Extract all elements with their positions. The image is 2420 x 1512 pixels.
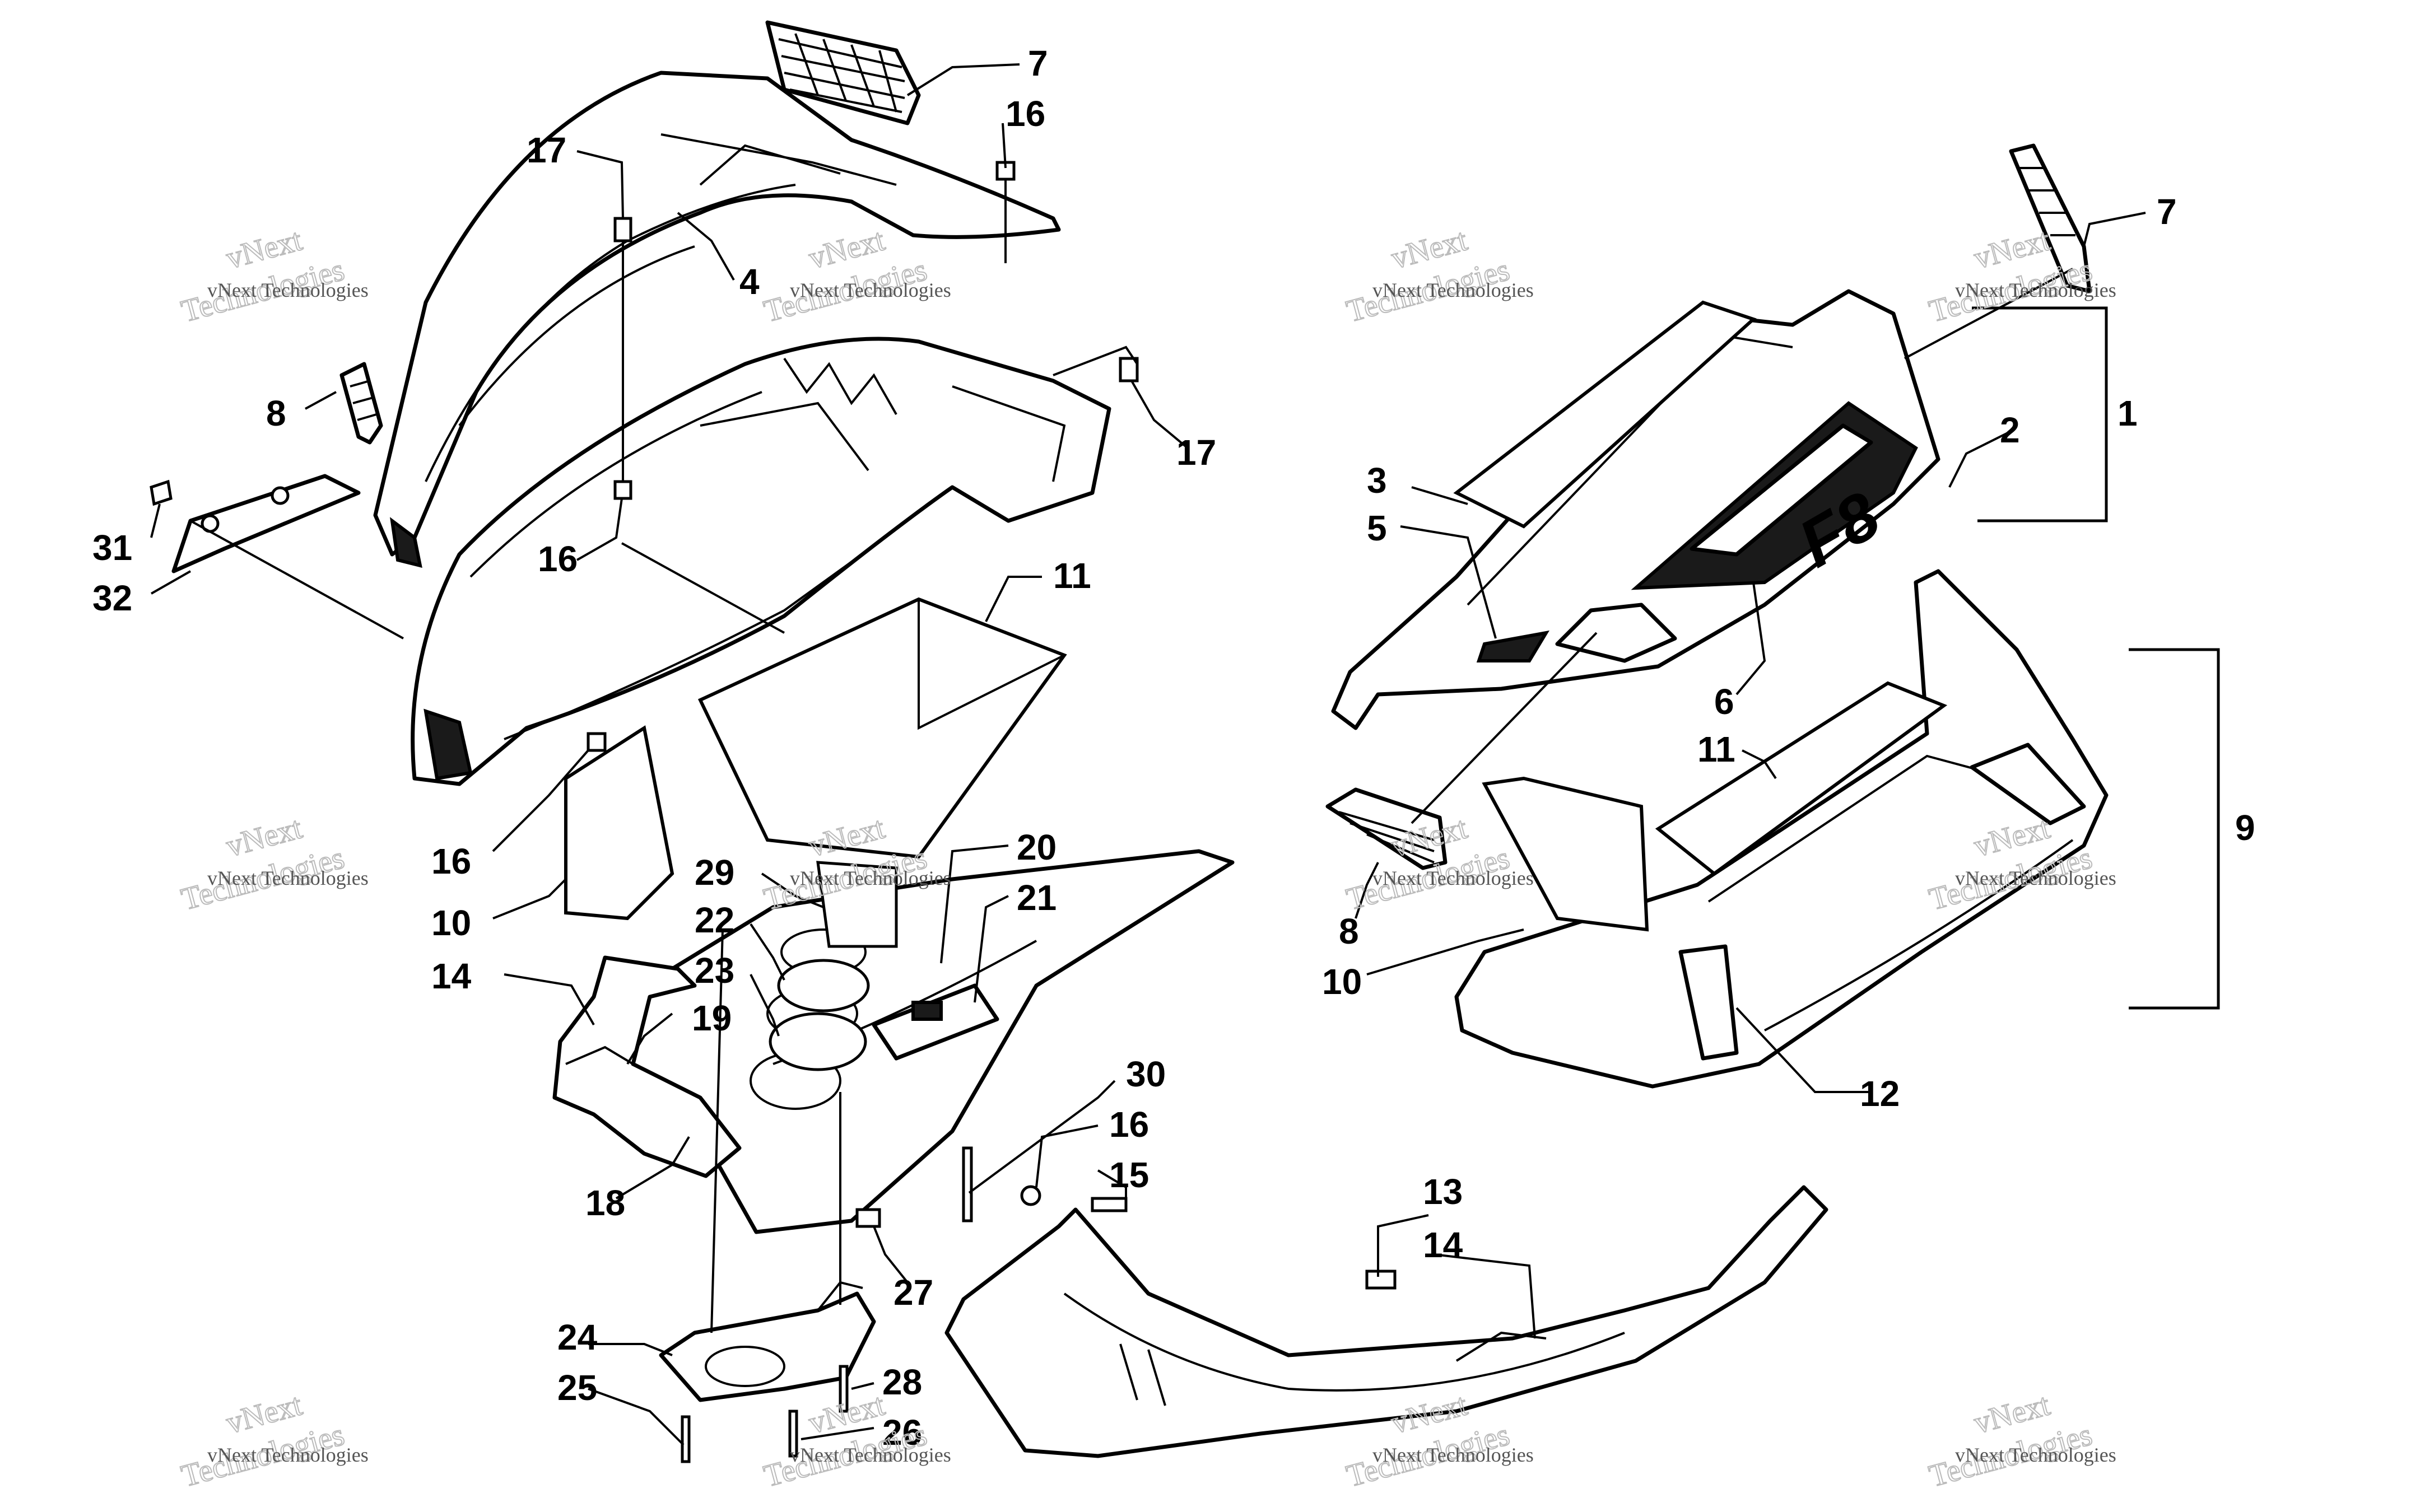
rivet-30	[962, 1146, 973, 1222]
callout-1: 1	[2118, 393, 2138, 433]
watermark: vNext Technologies vNext Technologies	[1342, 222, 1534, 329]
rivet-26	[788, 1410, 798, 1458]
callout-5: 5	[1367, 508, 1387, 548]
front-nose	[944, 1185, 1828, 1458]
callout-30: 30	[1126, 1054, 1166, 1094]
group-bracket-1	[1972, 306, 2108, 522]
rivet-25	[681, 1415, 691, 1463]
clip-13	[1365, 1270, 1397, 1290]
callout-4: 4	[739, 262, 760, 302]
watermark: vNext Technologies vNext Technologies	[177, 1387, 369, 1494]
foam-strip-upper	[1453, 300, 1757, 529]
callout-10-left: 10	[431, 903, 471, 943]
watermark: vNext Technologies vNext Technologies	[760, 222, 951, 329]
svg-text:vNext Technologies: vNext Technologies	[1955, 867, 2116, 889]
callout-16-low: 16	[431, 841, 471, 881]
callout-labels: 7 16 17 4 8 17 16 31 32 11 16 10 14 19 1…	[92, 43, 2255, 1453]
callout-8-right: 8	[1339, 911, 1359, 951]
svg-text:vNext Technologies: vNext Technologies	[1372, 867, 1534, 889]
callout-12: 12	[1860, 1074, 1900, 1114]
callout-14-right: 14	[1423, 1225, 1463, 1265]
callout-21: 21	[1017, 878, 1057, 918]
bolt-15	[1091, 1197, 1128, 1212]
callout-14-left: 14	[431, 956, 472, 996]
trim-strip	[150, 474, 361, 573]
callout-6: 6	[1714, 682, 1734, 722]
callout-7-top: 7	[1028, 43, 1048, 83]
watermark: vNext Technologies vNext Technologies	[177, 222, 369, 329]
hardware	[587, 161, 1397, 1463]
callout-10-right: 10	[1322, 962, 1362, 1002]
callout-9: 9	[2235, 808, 2255, 848]
svg-text:vNext Technologies: vNext Technologies	[1372, 279, 1534, 301]
intake-screen-top	[765, 20, 921, 125]
callout-2: 2	[2000, 410, 2020, 450]
callout-31: 31	[92, 528, 132, 568]
bolt-27	[855, 1208, 881, 1228]
callout-17-right: 17	[1176, 432, 1216, 473]
nut-16-bottom	[1020, 1185, 1041, 1206]
svg-text:vNext Technologies: vNext Technologies	[790, 279, 951, 301]
callout-11-right: 11	[1697, 729, 1735, 769]
callout-32: 32	[92, 578, 132, 618]
svg-text:vNext Technologies: vNext Technologies	[1372, 1444, 1534, 1466]
callout-11-left: 11	[1053, 556, 1091, 596]
upper-side-panel: F8	[1331, 289, 1940, 730]
callout-16-bottom: 16	[1109, 1104, 1149, 1145]
bolt-17-top	[613, 217, 632, 242]
leader-lines	[150, 63, 2146, 1446]
svg-text:vNext Technologies: vNext Technologies	[207, 867, 369, 889]
nut-16-low	[587, 732, 607, 752]
watermark: vNext Technologies vNext Technologies	[1925, 1387, 2116, 1494]
gasket-22	[777, 959, 870, 1012]
svg-text:vNext Technologies: vNext Technologies	[207, 1444, 369, 1466]
callout-29: 29	[695, 852, 734, 893]
callout-22: 22	[695, 900, 734, 940]
lower-side-panel	[1454, 569, 2109, 1089]
callout-25: 25	[557, 1368, 597, 1408]
callout-28: 28	[882, 1362, 922, 1402]
callout-26: 26	[882, 1412, 922, 1453]
callout-8-left: 8	[266, 393, 286, 433]
lower-nose-bracket	[659, 1281, 876, 1402]
callout-20: 20	[1017, 827, 1057, 867]
callout-18: 18	[585, 1183, 625, 1223]
callout-23: 23	[695, 950, 734, 991]
bolt-17-right	[1119, 357, 1139, 382]
callout-7-right: 7	[2157, 192, 2177, 232]
callout-17-top: 17	[527, 130, 566, 170]
gasket-29	[816, 861, 898, 948]
svg-text:vNext Technologies: vNext Technologies	[207, 279, 369, 301]
upper-hood	[373, 71, 1061, 568]
group-bracket-9	[2129, 648, 2220, 1010]
callout-13: 13	[1423, 1172, 1463, 1212]
vent-right	[1325, 787, 1448, 870]
intake-screen-right	[2009, 143, 2092, 293]
svg-text:vNext Technologies: vNext Technologies	[790, 867, 951, 889]
foam-panel-left	[697, 597, 1067, 859]
svg-text:vNext Technologies: vNext Technologies	[1955, 279, 2116, 301]
nut-16-mid	[613, 480, 632, 500]
callout-27: 27	[893, 1272, 933, 1313]
svg-text:vNext Technologies: vNext Technologies	[790, 1444, 951, 1466]
gasket-23	[769, 1012, 867, 1071]
lower-hood	[411, 337, 1111, 786]
svg-text:vNext Technologies: vNext Technologies	[1955, 1444, 2116, 1466]
side-bracket	[552, 955, 742, 1178]
watermark: vNext Technologies vNext Technologies	[177, 810, 369, 917]
rivet-28	[839, 1365, 849, 1413]
vent-left	[339, 362, 383, 445]
watermark: vNext Technologies vNext Technologies	[1925, 222, 2116, 329]
foam-block-left	[564, 725, 674, 921]
callout-24: 24	[557, 1317, 598, 1357]
callout-3: 3	[1367, 460, 1387, 501]
foam-strip-lower	[1655, 681, 1948, 876]
callout-15: 15	[1109, 1155, 1149, 1195]
callout-19: 19	[692, 998, 732, 1038]
foam-block-right	[1482, 776, 1649, 932]
callout-16-top: 16	[1006, 94, 1045, 134]
callout-16-mid: 16	[538, 539, 578, 579]
